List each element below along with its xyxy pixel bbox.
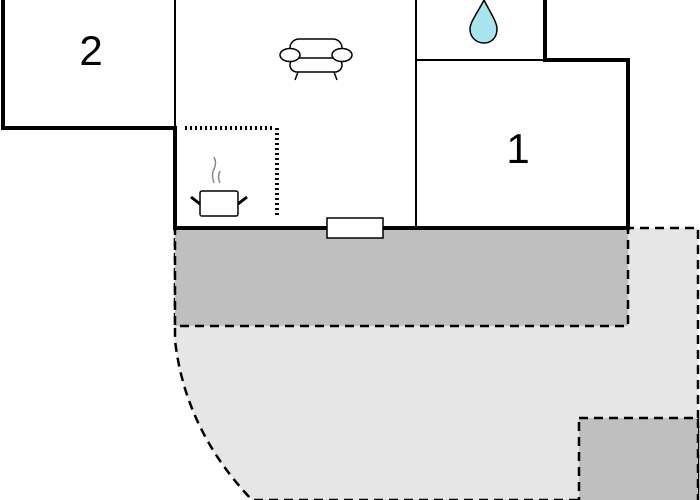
- covered-terrace: [173, 226, 630, 328]
- room-2-label: 2: [79, 27, 102, 74]
- exterior-walls: [1, 0, 630, 230]
- water-drop-icon: [469, 0, 498, 44]
- cooking-pot-icon: [190, 156, 248, 217]
- terrace-corner-area: [577, 416, 700, 500]
- room-1-label: 1: [506, 125, 529, 172]
- sofa-icon: [279, 38, 353, 81]
- thin-walls: [174, 0, 545, 228]
- entrance-door: [326, 217, 384, 239]
